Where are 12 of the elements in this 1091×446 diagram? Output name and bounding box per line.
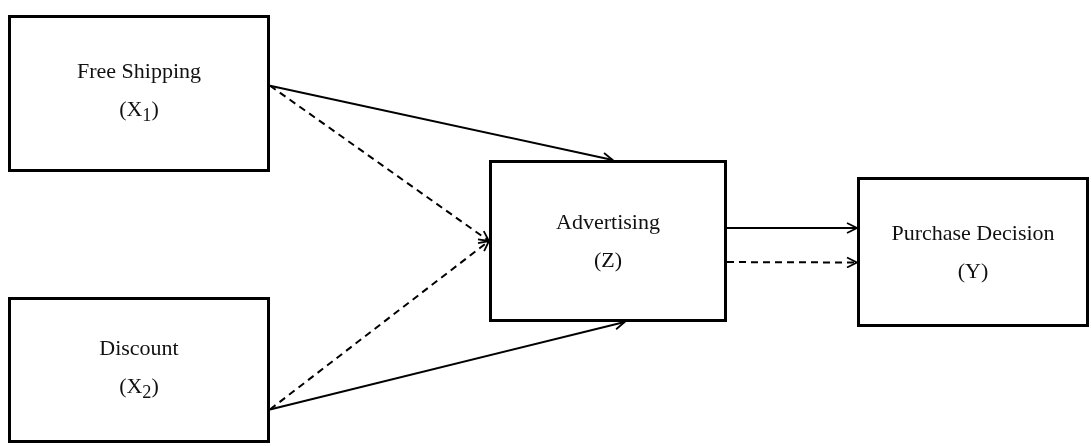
arrow (726, 256, 858, 269)
arrow (269, 84, 490, 242)
variable-box (8, 15, 270, 172)
variable-label: Free Shipping (X$_{1}$) (75, 57, 203, 128)
arrow (269, 240, 490, 411)
variable-box (857, 177, 1089, 327)
variable-box (489, 160, 727, 322)
variable-box (8, 297, 270, 443)
variable-label: Discount (X$_{2}$) (98, 333, 180, 405)
arrow (726, 222, 858, 234)
variable-label: Advertising (Z) (555, 208, 661, 274)
variable-label: Purchase Decision (Y) (890, 219, 1056, 285)
